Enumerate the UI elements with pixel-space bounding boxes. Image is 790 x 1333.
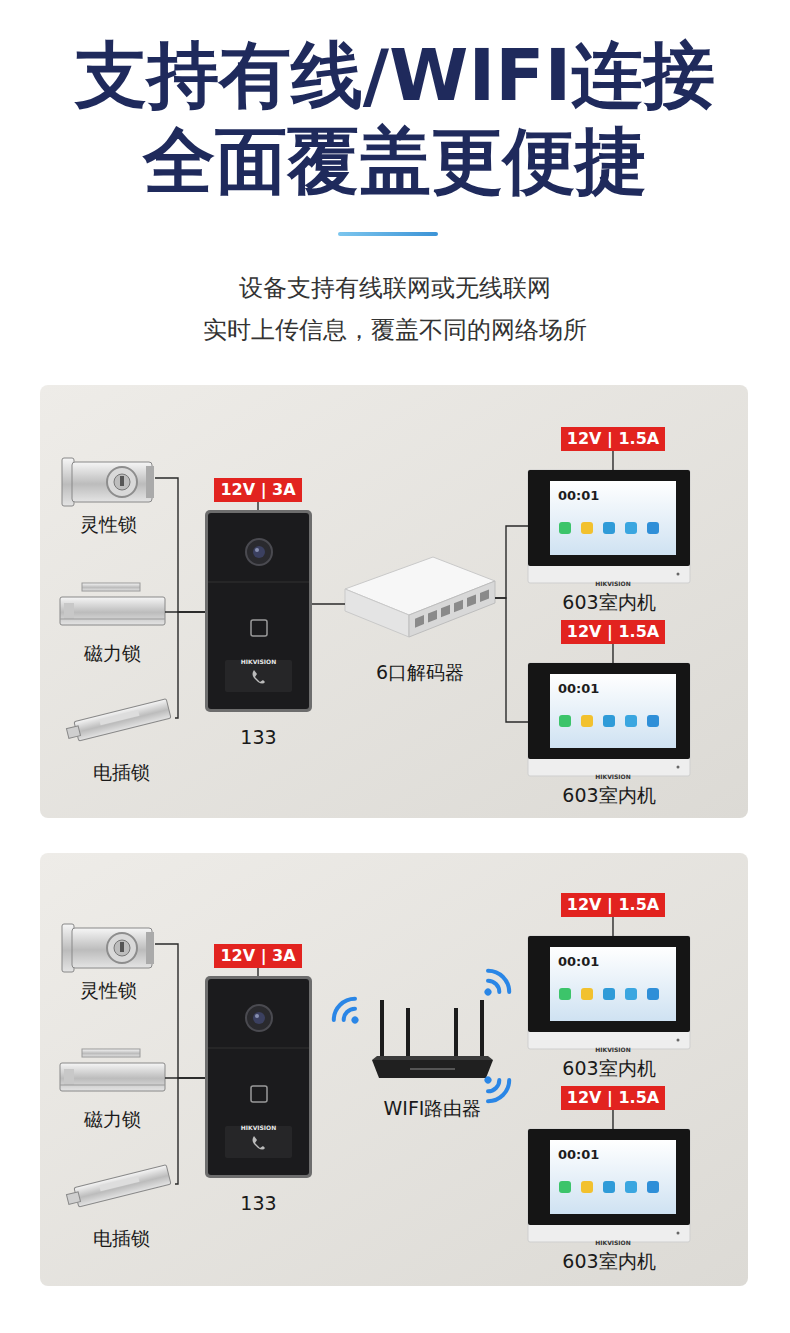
screen-clock: 00:01 xyxy=(558,681,599,697)
lock-node: 电插锁 xyxy=(68,688,175,750)
brand-logo: HIKVISION xyxy=(241,658,276,666)
door-station-node: 133 xyxy=(205,976,312,1178)
lock-node: 灵性锁 xyxy=(62,918,155,973)
indoor-monitor xyxy=(528,1129,690,1242)
panel xyxy=(40,385,748,818)
door-station-node: 133 xyxy=(205,510,312,712)
screen-clock: 00:01 xyxy=(558,1147,599,1163)
wifi-symbol xyxy=(475,966,514,1005)
title-slot: 支持有线/WIFI连接 全面覆盖更便捷 xyxy=(45,32,745,204)
indoor-monitor xyxy=(528,936,690,1049)
wire xyxy=(495,526,528,598)
brand-logo: HIKVISION xyxy=(241,1124,276,1132)
monitor-node: 603室内机 xyxy=(528,663,690,776)
device-label: 603室内机 xyxy=(562,590,655,614)
subtitle: 设备支持有线联网或无线联网 xyxy=(239,273,551,303)
lock-node: 磁力锁 xyxy=(60,1049,165,1094)
brand-logo: HIKVISION xyxy=(595,773,630,781)
brand-logo: HIKVISION xyxy=(595,1046,630,1054)
device-label: 6口解码器 xyxy=(376,660,464,684)
indoor-monitor xyxy=(528,663,690,776)
power-badge: 12V | 3A xyxy=(214,944,301,968)
panel xyxy=(40,853,748,1286)
wire xyxy=(175,612,205,718)
device-label: 灵性锁 xyxy=(80,978,137,1002)
monitor-node: 603室内机 xyxy=(528,936,690,1049)
wire xyxy=(612,917,613,936)
device-label: 电插锁 xyxy=(93,760,150,784)
monitor-node: 603室内机 xyxy=(528,470,690,583)
monitor-node: 603室内机 xyxy=(528,1129,690,1242)
device-label: 电插锁 xyxy=(93,1226,150,1250)
power-badge: 12V | 1.5A xyxy=(561,620,665,644)
door-station xyxy=(205,976,312,1178)
power-rating: 12V | 1.5A xyxy=(567,1088,659,1108)
device-label: 磁力锁 xyxy=(84,641,141,665)
device-label: 133 xyxy=(240,725,276,749)
wire xyxy=(257,968,258,976)
device-label: WIFI路由器 xyxy=(384,1096,482,1120)
indoor-monitor xyxy=(528,470,690,583)
power-rating: 12V | 1.5A xyxy=(567,895,659,915)
router xyxy=(372,1000,493,1078)
wire xyxy=(175,1078,205,1184)
magnetic-lock xyxy=(60,1049,165,1091)
wire xyxy=(495,598,528,722)
accent-line xyxy=(338,232,438,236)
power-badge: 12V | 1.5A xyxy=(561,893,665,917)
device-label: 603室内机 xyxy=(562,1056,655,1080)
wire xyxy=(155,478,205,612)
wire xyxy=(612,1110,613,1129)
device-label: 133 xyxy=(240,1191,276,1215)
power-badge: 12V | 1.5A xyxy=(561,427,665,451)
lock-node: 灵性锁 xyxy=(62,452,155,507)
device-label: 灵性锁 xyxy=(80,512,137,536)
magnetic-lock xyxy=(60,583,165,625)
power-rating: 12V | 3A xyxy=(220,480,295,500)
rim-lock xyxy=(62,924,154,972)
device-label: 603室内机 xyxy=(562,1249,655,1273)
power-badge: 12V | 1.5A xyxy=(561,1086,665,1110)
bolt-lock xyxy=(65,1165,171,1210)
wifi-symbol xyxy=(329,994,368,1033)
wire xyxy=(312,603,345,604)
lock-node: 磁力锁 xyxy=(60,583,165,628)
title: 支持有线/WIFI连接 全面覆盖更便捷 xyxy=(45,32,745,204)
subtitle: 实时上传信息，覆盖不同的网络场所 xyxy=(203,315,587,345)
bolt-lock xyxy=(65,699,171,744)
wire xyxy=(612,644,613,663)
screen-clock: 00:01 xyxy=(558,488,599,504)
rim-lock xyxy=(62,458,154,506)
decoder-node: 6口解码器 xyxy=(345,555,495,640)
device-label: 磁力锁 xyxy=(84,1107,141,1131)
wire xyxy=(612,451,613,470)
power-badge: 12V | 3A xyxy=(214,478,301,502)
wire xyxy=(155,944,205,1078)
door-station xyxy=(205,510,312,712)
router-node: WIFI路由器 xyxy=(370,1000,495,1080)
power-rating: 12V | 1.5A xyxy=(567,429,659,449)
power-rating: 12V | 3A xyxy=(220,946,295,966)
device-label: 603室内机 xyxy=(562,783,655,807)
power-rating: 12V | 1.5A xyxy=(567,622,659,642)
brand-logo: HIKVISION xyxy=(595,1239,630,1247)
wire xyxy=(257,502,258,510)
lock-node: 电插锁 xyxy=(68,1154,175,1216)
decoder-box xyxy=(345,557,495,637)
brand-logo: HIKVISION xyxy=(595,580,630,588)
screen-clock: 00:01 xyxy=(558,954,599,970)
